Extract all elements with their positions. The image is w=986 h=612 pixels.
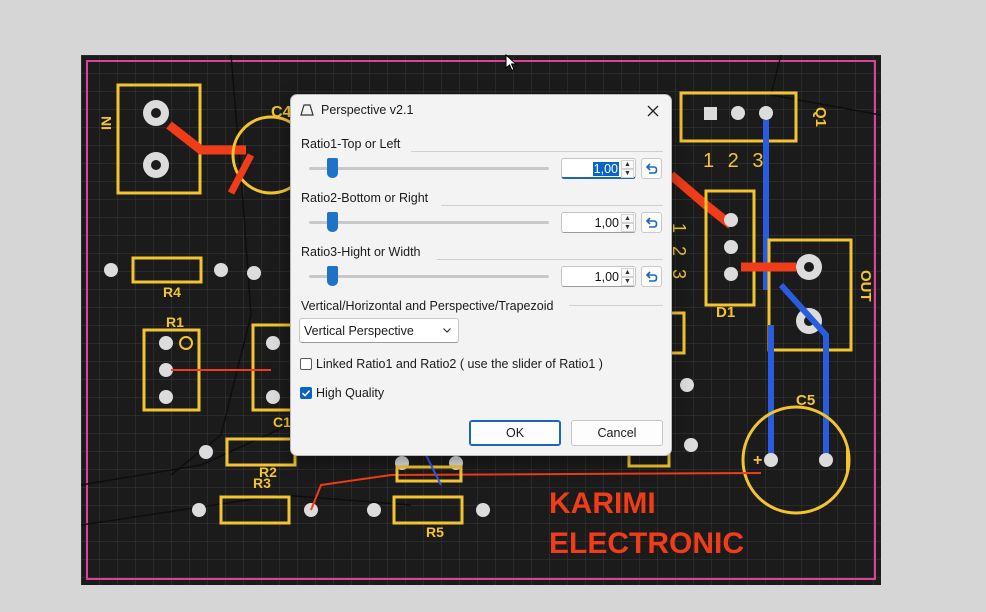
label-in: IN	[98, 116, 114, 130]
ratio2-slider[interactable]	[309, 212, 549, 232]
label-d1: D1	[716, 304, 735, 321]
ratio3-value[interactable]: 1,00	[594, 270, 619, 284]
label-r3: R3	[253, 475, 271, 491]
trapezoid-icon	[300, 104, 314, 116]
ratio1-reset-button[interactable]	[641, 158, 662, 179]
ratio2-spin-up[interactable]: ▲	[621, 214, 634, 223]
ratio2-spinbox[interactable]: 1,00 ▲ ▼	[561, 212, 636, 233]
ratio3-slider[interactable]	[309, 266, 549, 286]
high-quality-checkbox[interactable]	[300, 387, 312, 399]
label-d1-pins: 1 2 3	[669, 223, 689, 283]
mode-group-line	[569, 305, 663, 306]
label-c4: C4	[271, 104, 292, 121]
cancel-button[interactable]: Cancel	[571, 420, 663, 446]
label-q1-pins: 1 2 3	[703, 150, 767, 172]
ratio2-label: Ratio2-Bottom or Right	[301, 191, 435, 205]
ratio3-spin-up[interactable]: ▲	[621, 268, 634, 277]
linked-ratio-checkbox[interactable]	[300, 358, 312, 370]
ratio1-slider-handle[interactable]	[327, 158, 339, 178]
label-out: OUT	[857, 270, 874, 302]
ratio2-slider-handle[interactable]	[327, 212, 339, 232]
ratio2-group-line	[441, 205, 663, 206]
brand-text-line2: ELECTRONIC	[549, 527, 744, 560]
mode-select[interactable]: Vertical Perspective	[299, 318, 459, 343]
pcb-border	[86, 60, 876, 580]
close-icon	[647, 105, 659, 117]
label-r2: R2	[259, 464, 277, 480]
dialog-title: Perspective v2.1	[321, 103, 414, 117]
ratio2-reset-button[interactable]	[641, 212, 662, 233]
ratio3-spinbox[interactable]: 1,00 ▲ ▼	[561, 266, 636, 287]
perspective-dialog: Perspective v2.1 Ratio1-Top or Left 1,00…	[290, 94, 672, 456]
ratio1-spin-down[interactable]: ▼	[621, 169, 634, 178]
undo-icon	[645, 163, 658, 174]
linked-ratio-checkbox-row[interactable]: Linked Ratio1 and Ratio2 ( use the slide…	[300, 357, 630, 373]
ratio3-reset-button[interactable]	[641, 266, 662, 287]
ratio3-slider-handle[interactable]	[327, 266, 339, 286]
brand-text-line1: KARIMI	[549, 487, 656, 520]
checkmark-icon	[301, 390, 311, 397]
undo-icon	[645, 217, 658, 228]
label-r5: R5	[426, 524, 444, 540]
label-q1: Q1	[812, 107, 829, 127]
undo-icon	[645, 271, 658, 282]
mouse-cursor-icon	[505, 54, 518, 72]
ratio1-slider[interactable]	[309, 158, 549, 178]
label-c5: C5	[796, 392, 815, 409]
svg-text:+: +	[753, 452, 762, 469]
mode-select-value: Vertical Perspective	[304, 324, 414, 338]
ratio3-group-line	[437, 259, 663, 260]
high-quality-label[interactable]: High Quality	[316, 386, 385, 400]
mode-group-label: Vertical/Horizontal and Perspective/Trap…	[301, 299, 560, 313]
label-c1: C1	[273, 414, 291, 430]
ratio1-label: Ratio1-Top or Left	[301, 137, 407, 151]
ratio1-spin-up[interactable]: ▲	[621, 160, 634, 169]
ratio2-value[interactable]: 1,00	[594, 216, 619, 230]
close-button[interactable]	[643, 101, 663, 121]
dialog-titlebar[interactable]: Perspective v2.1	[291, 95, 671, 125]
high-quality-checkbox-row[interactable]: High Quality	[300, 386, 420, 402]
ratio3-spin-down[interactable]: ▼	[621, 277, 634, 286]
ratio1-spinbox[interactable]: 1,00 ▲ ▼	[561, 158, 636, 179]
ratio3-label: Ratio3-Hight or Width	[301, 245, 427, 259]
ratio2-spin-down[interactable]: ▼	[621, 223, 634, 232]
chevron-down-icon	[443, 328, 451, 333]
ratio1-group-line	[411, 151, 663, 152]
ratio1-value[interactable]: 1,00	[592, 162, 619, 176]
ok-button[interactable]: OK	[469, 420, 561, 446]
label-r1: R1	[166, 314, 184, 330]
label-r4: R4	[163, 284, 181, 300]
linked-ratio-label[interactable]: Linked Ratio1 and Ratio2 ( use the slide…	[316, 357, 603, 371]
